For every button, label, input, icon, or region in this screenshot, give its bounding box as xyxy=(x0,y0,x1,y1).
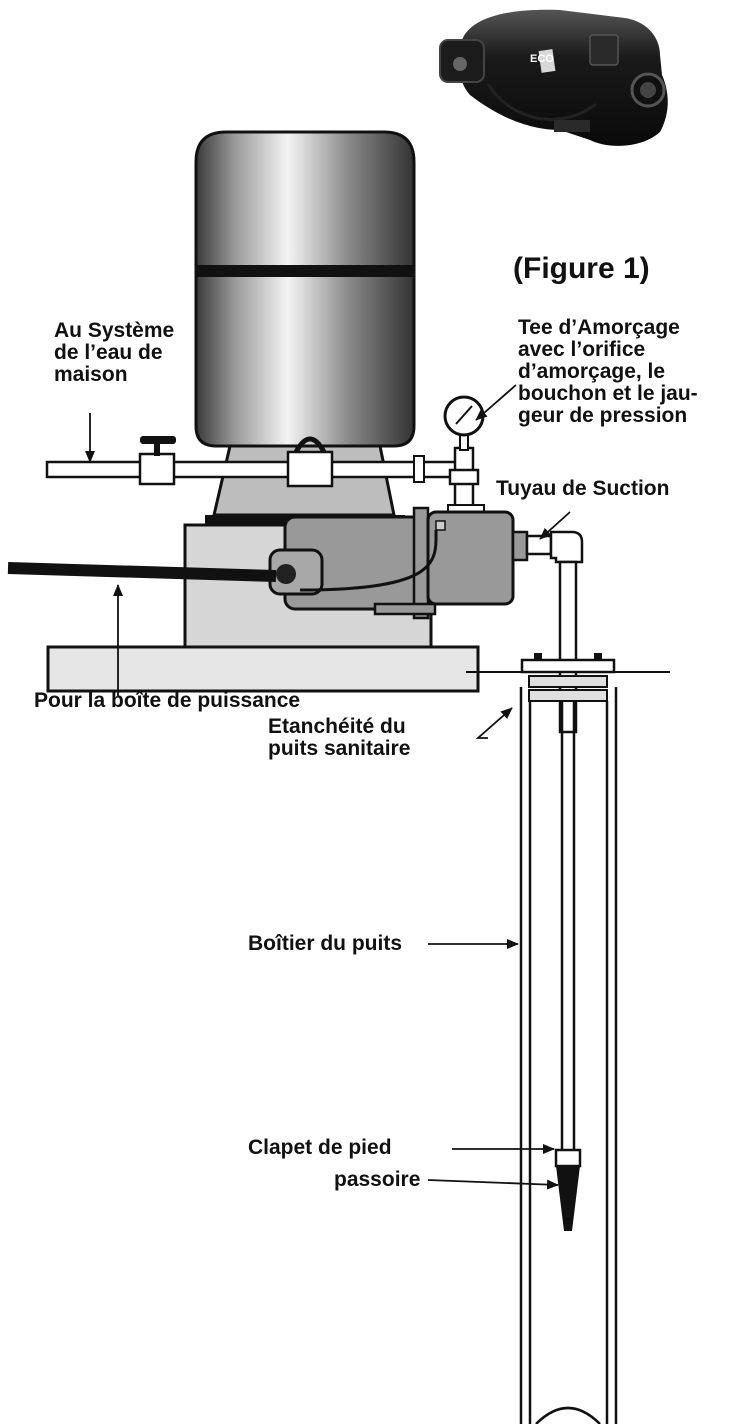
priming-tee-line-4: bouchon et le jau- xyxy=(518,382,698,405)
badge-plate xyxy=(538,49,556,73)
well-seal-line-1: Etanchéité du xyxy=(268,715,406,738)
foot-valve-label: Clapet de pied xyxy=(248,1136,392,1159)
well-casing-label: Boîtier du puits xyxy=(248,932,402,955)
pump-foot xyxy=(554,120,590,132)
well-seal xyxy=(520,653,616,702)
suction-pipe-arrow xyxy=(539,511,571,540)
jet-pump xyxy=(268,506,529,620)
priming-tee-line-3: d’amorçage, le xyxy=(518,360,666,383)
priming-tee-arrow xyxy=(475,384,517,421)
strainer-label: passoire xyxy=(334,1168,421,1191)
house-system-line-1: Au Système xyxy=(54,319,175,342)
house-system-label: Au Système de l’eau de maison xyxy=(54,320,174,386)
pump-flange xyxy=(412,506,430,620)
strainer-arrow xyxy=(427,1179,559,1190)
power-cord xyxy=(7,562,277,582)
well-seal-line-2: puits sanitaire xyxy=(268,737,411,760)
priming-tee-line-1: Tee d’Amorçage xyxy=(518,316,680,339)
pump-wire xyxy=(299,529,438,592)
house-water-line xyxy=(45,436,467,488)
strainer-cone xyxy=(556,1166,580,1231)
power-box-label: Pour la boîte de puissance xyxy=(34,689,301,712)
well-seal-label: Etanchéité du puits sanitaire xyxy=(268,716,410,760)
base-slab xyxy=(46,645,480,693)
pump-head xyxy=(589,34,619,66)
pump-foot-plate xyxy=(373,602,437,616)
drop-pipe xyxy=(560,701,576,1150)
figure-title: (Figure 1) xyxy=(513,252,650,285)
tank-band xyxy=(196,265,414,277)
tank-tee xyxy=(286,450,334,488)
priming-tee-line-5: geur de pression xyxy=(518,404,688,427)
priming-tee-label: Tee d’Amorçage avec l’orifice d’amorçage… xyxy=(518,317,698,427)
foot-valve-body xyxy=(554,1148,582,1168)
priming-tee-line-2: avec l’orifice xyxy=(518,338,646,361)
suction-pipe-label: Tuyau de Suction xyxy=(496,477,670,500)
pump-cable xyxy=(486,83,597,121)
end-cap-fitting xyxy=(453,57,467,71)
well-casing xyxy=(519,687,618,1424)
house-system-line-2: de l’eau de xyxy=(54,341,163,364)
tank-tee-loop xyxy=(293,436,327,454)
product-photo-pump: ECO xyxy=(439,9,668,146)
valve-handle xyxy=(140,436,176,444)
well-seal-leader xyxy=(475,707,513,739)
pump-badge-text: ECO xyxy=(530,53,554,65)
gauge-needle xyxy=(455,405,473,425)
gate-valve-body xyxy=(138,452,176,486)
power-cord-entry xyxy=(276,564,296,584)
priming-tee-assembly xyxy=(443,395,485,520)
house-system-line-3: maison xyxy=(54,363,128,386)
